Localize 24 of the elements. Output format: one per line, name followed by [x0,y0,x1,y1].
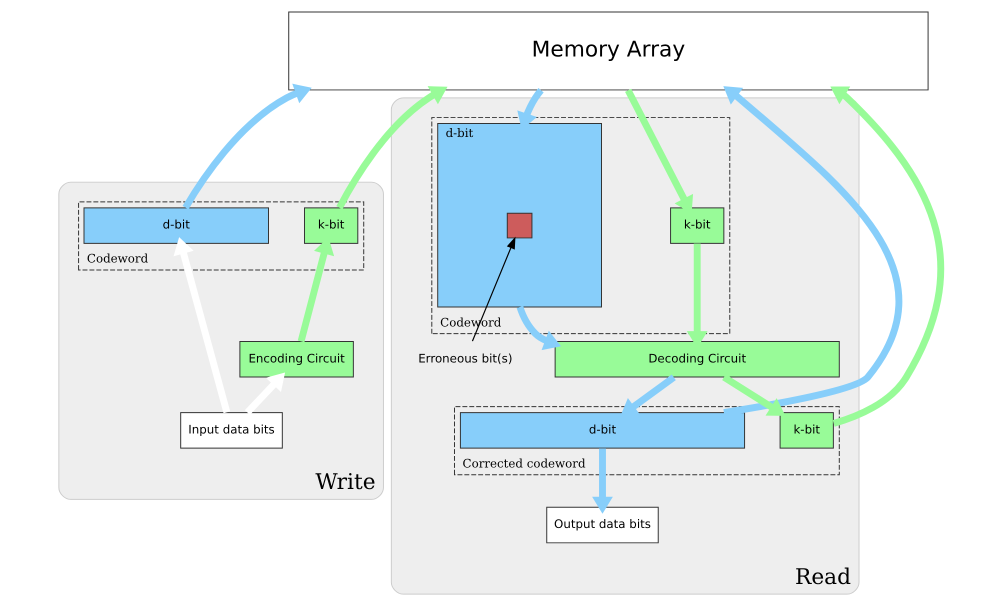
node-box [506,212,532,238]
node-box: Decoding Circuit [554,341,840,378]
node-box: k-bit [304,207,358,244]
arrow [592,448,613,514]
arrow [174,237,230,414]
node-box: Input data bits [180,412,283,449]
arrow [336,86,448,210]
arrow [830,86,944,427]
arrow [244,372,286,415]
node-box: d-bit [84,207,269,244]
node-text: Erroneous bit(s) [418,351,512,366]
arrow [722,374,786,416]
arrow [516,306,562,350]
node-box: Encoding Circuit [239,341,354,378]
node-box: k-bit [670,207,724,244]
arrow [723,86,902,416]
node-box: Memory Array [288,12,929,90]
arrow [620,374,676,416]
arrow [472,236,516,342]
node-box: d-bit [460,412,746,449]
node-box: k-bit [780,412,834,449]
arrow [182,84,312,210]
node-box: Output data bits [546,506,659,544]
cluster: d-bit [437,122,602,308]
